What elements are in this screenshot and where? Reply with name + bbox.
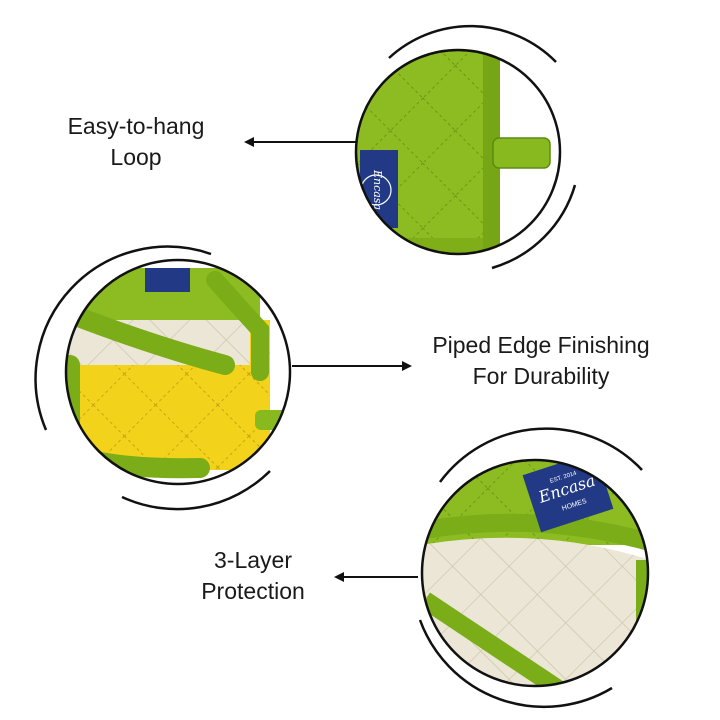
tag-brand-text: Encasa bbox=[371, 169, 384, 210]
loop-callout-line1: Easy-to-hang bbox=[67, 113, 205, 139]
layers-arrow bbox=[334, 572, 418, 582]
layers-photo-ring bbox=[420, 458, 650, 688]
layers-detail-photo: Encasa HOMES EST. 2014 bbox=[418, 427, 650, 709]
loop-outer-arc-bottom bbox=[491, 184, 577, 270]
layers-outer-arc-bottom bbox=[418, 619, 613, 709]
piped-outer-arc-left bbox=[34, 245, 212, 431]
layers-callout-line1: 3-Layer bbox=[214, 547, 292, 573]
layers-callout: 3-Layer Protection bbox=[180, 545, 326, 607]
loop-callout-line2: Loop bbox=[110, 144, 162, 170]
piped-edge-detail-photo bbox=[34, 245, 292, 511]
piped-edge-callout-line2: For Durability bbox=[472, 363, 610, 389]
loop-arrow bbox=[244, 137, 356, 147]
layers-callout-line2: Protection bbox=[201, 578, 305, 604]
piped-edge-callout: Piped Edge Finishing For Durability bbox=[410, 330, 672, 392]
loop-detail-photo: Encasa bbox=[354, 24, 577, 270]
loop-outer-arc-top bbox=[388, 24, 557, 63]
piped-arrow bbox=[292, 361, 412, 371]
piped-photo-ring bbox=[64, 258, 292, 486]
piped-outer-arc-bottom bbox=[121, 470, 271, 511]
piped-edge-callout-line1: Piped Edge Finishing bbox=[432, 332, 650, 358]
layers-outer-arc-top bbox=[438, 427, 643, 483]
loop-callout: Easy-to-hang Loop bbox=[48, 111, 224, 173]
loop-photo-ring bbox=[354, 48, 562, 256]
